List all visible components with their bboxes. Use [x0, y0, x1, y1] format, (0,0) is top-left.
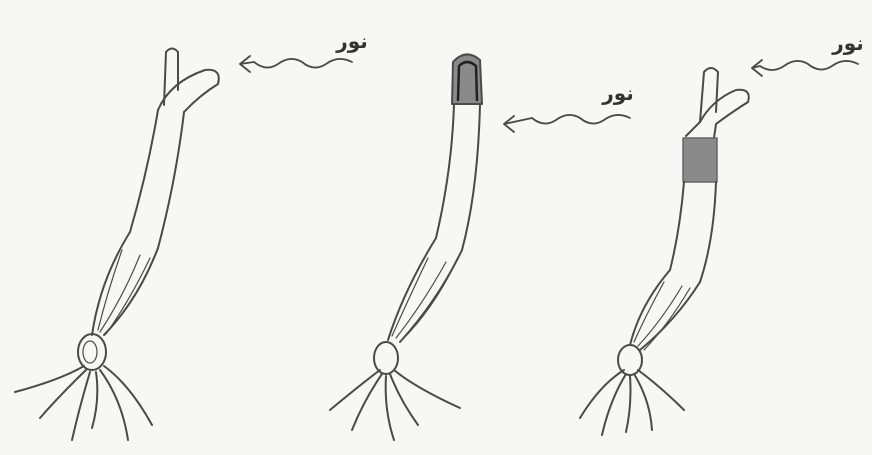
seedling-3-light-arrow [752, 60, 858, 76]
seedling-1-bent-leaf [158, 70, 219, 112]
seedling-3-covered-band [683, 138, 717, 182]
seedling-1-light-arrow [240, 56, 352, 72]
seedling-1-light-label: نور [335, 29, 368, 53]
seedling-3-light-label: نور [831, 31, 864, 55]
seedling-1-seed [78, 334, 106, 370]
seedling-2-sheath [388, 238, 462, 342]
seedling-3-stem [670, 182, 716, 282]
seedling-1 [15, 49, 352, 441]
seedling-3-roots [580, 370, 684, 435]
seedling-2 [330, 54, 630, 440]
seedling-2-light-arrow [504, 115, 630, 132]
seedling-1-stem [130, 110, 184, 248]
seedling-3-bent-leaf [700, 90, 749, 124]
seedling-3 [580, 60, 858, 435]
seedling-2-stem [436, 104, 480, 250]
seedling-2-light-label: نور [601, 81, 634, 105]
seedling-3-sheath [630, 270, 700, 350]
seedling-1-roots [15, 366, 152, 440]
seedling-2-roots [330, 370, 460, 440]
seedling-3-coleoptile [700, 68, 718, 122]
seedling-1-sheath [92, 232, 158, 335]
